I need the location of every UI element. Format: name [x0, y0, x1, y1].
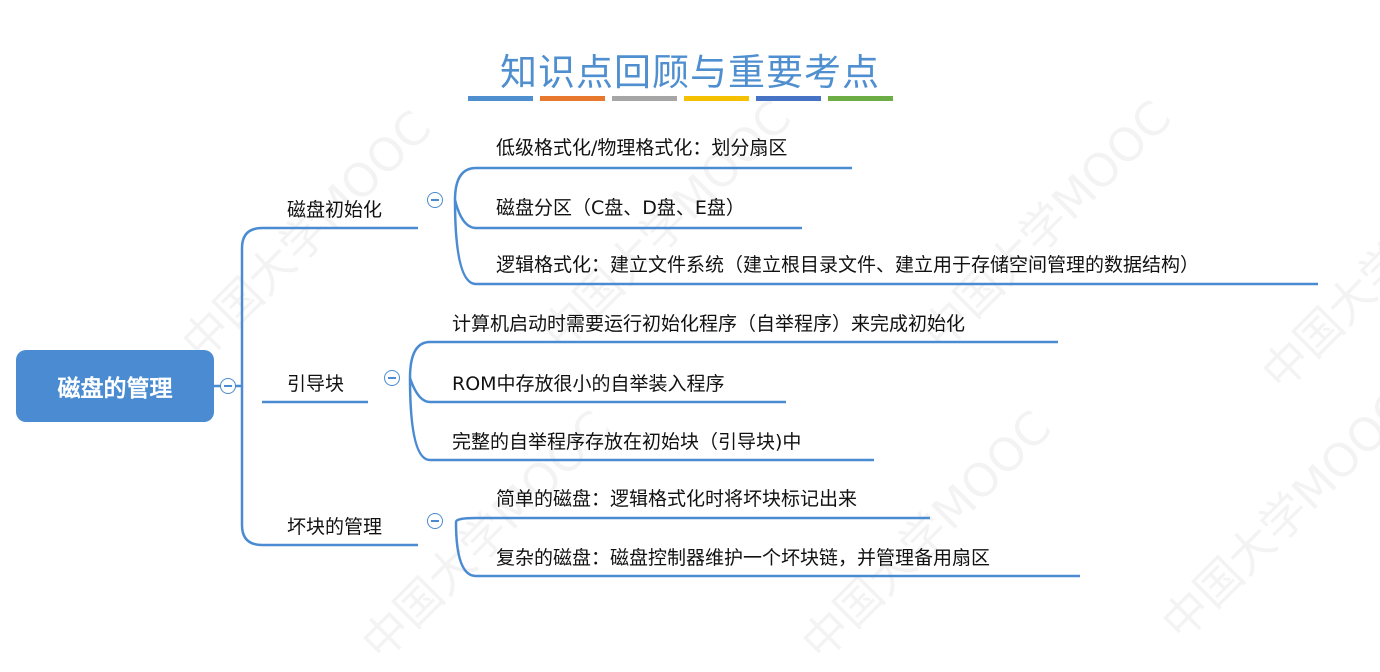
child-label[interactable]: 复杂的磁盘：磁盘控制器维护一个坏块链，并管理备用扇区	[496, 547, 991, 569]
child-connector	[453, 199, 1318, 286]
collapse-icon[interactable]	[220, 378, 236, 394]
child-label[interactable]: 逻辑格式化：建立文件系统（建立根目录文件、建立用于存储空间管理的数据结构）	[496, 254, 1200, 276]
title-bar	[468, 96, 533, 101]
branch-label-bad-block[interactable]: 坏块的管理	[287, 516, 383, 538]
child-label[interactable]: 计算机启动时需要运行初始化程序（自举程序）来完成初始化	[452, 313, 966, 335]
child-label[interactable]: 低级格式化/物理格式化：划分扇区	[496, 137, 788, 159]
title-bar	[684, 96, 749, 101]
collapse-icon[interactable]	[427, 192, 443, 208]
title-color-bars	[468, 96, 893, 101]
root-node[interactable]: 磁盘的管理	[16, 350, 214, 422]
child-connector	[454, 521, 1080, 578]
title-bar	[756, 96, 821, 101]
collapse-icon[interactable]	[427, 513, 443, 529]
child-connector	[453, 166, 852, 201]
child-label[interactable]: 磁盘分区（C盘、D盘、E盘）	[496, 197, 745, 219]
child-connector	[453, 199, 802, 230]
child-connector	[408, 377, 874, 462]
branch-label-boot-block[interactable]: 引导块	[287, 373, 345, 395]
title-bar	[612, 96, 677, 101]
mindmap-connectors	[214, 166, 1318, 578]
child-label[interactable]: 完整的自举程序存放在初始块（引导块)中	[452, 431, 802, 453]
child-label[interactable]: ROM中存放很小的自举装入程序	[452, 373, 725, 395]
page-title: 知识点回顾与重要考点	[500, 51, 880, 94]
branch-label-disk-init[interactable]: 磁盘初始化	[287, 199, 383, 221]
root-node-label: 磁盘的管理	[57, 376, 173, 402]
child-connector	[454, 516, 930, 523]
title-bar	[828, 96, 893, 101]
title-bar	[540, 96, 605, 101]
connector-trunk	[240, 226, 263, 547]
child-connector	[408, 377, 786, 404]
child-connector	[408, 340, 1058, 379]
child-label[interactable]: 简单的磁盘：逻辑格式化时将坏块标记出来	[496, 488, 858, 510]
collapse-icon[interactable]	[384, 370, 400, 386]
